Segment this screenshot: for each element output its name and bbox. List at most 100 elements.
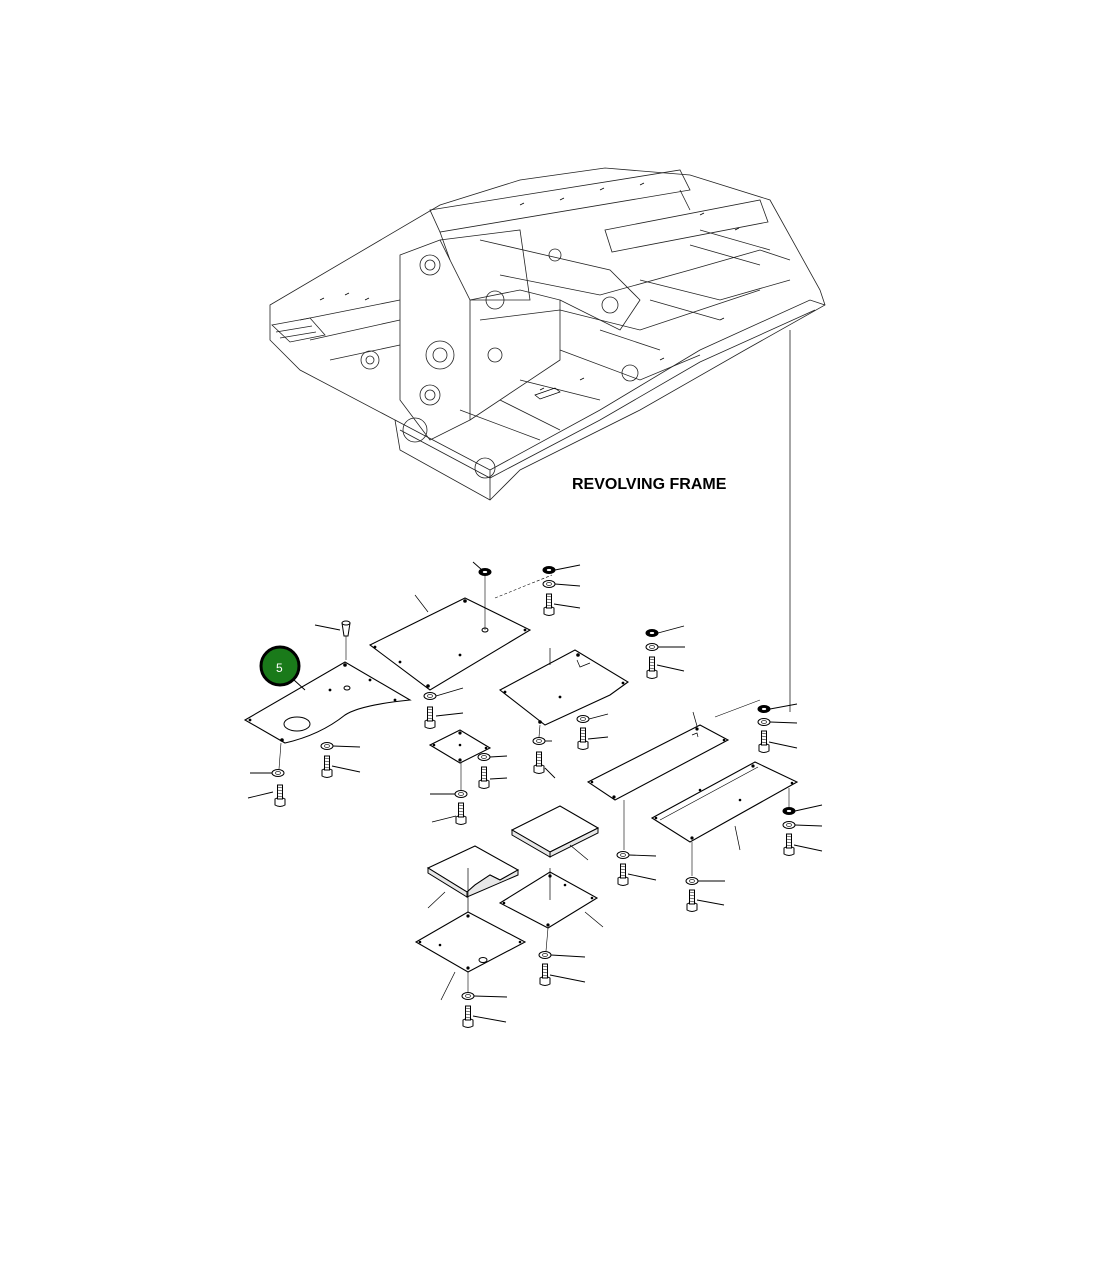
- undercover-plate-5: [243, 661, 412, 744]
- bolt-thread: [620, 868, 626, 871]
- washer-hole: [580, 717, 586, 721]
- washer-hole: [786, 823, 792, 827]
- bolt-thread: [481, 771, 487, 774]
- bolt-thread: [546, 604, 552, 607]
- washer-hole: [542, 953, 548, 957]
- leader-line: [489, 755, 508, 758]
- leader-line: [588, 713, 609, 720]
- bolt-thread: [427, 714, 433, 717]
- bolt-thread: [542, 968, 548, 971]
- bolt-thread: [620, 874, 626, 877]
- bolt-thread: [536, 759, 542, 762]
- leader-line: [656, 664, 685, 672]
- bolt-thread: [761, 741, 767, 744]
- leader-line: [435, 712, 464, 717]
- bolt-thread: [536, 756, 542, 759]
- bolt-thread: [786, 835, 792, 838]
- washer-hole: [649, 645, 655, 649]
- leader-line: [794, 824, 823, 827]
- leader-line: [314, 624, 341, 631]
- bolt-thread: [465, 1016, 471, 1019]
- washer-hole: [649, 631, 655, 635]
- bolt-thread: [649, 658, 655, 661]
- center-line: [545, 927, 549, 952]
- callout-leader: [293, 679, 306, 691]
- bolt-shank: [649, 656, 655, 672]
- bolt-thread: [458, 804, 464, 807]
- leader-line: [544, 767, 556, 779]
- bolt-shank: [465, 1005, 471, 1021]
- bolt-thread: [536, 753, 542, 756]
- leader-line: [554, 583, 581, 587]
- bolt-thread: [427, 711, 433, 714]
- bolt-thread: [277, 786, 283, 789]
- bolt-shank: [689, 889, 695, 905]
- fasteners: [247, 561, 823, 1028]
- leader-line: [628, 854, 657, 857]
- bolt-shank: [427, 706, 433, 722]
- washer-hole: [786, 809, 792, 813]
- leader-line: [793, 844, 823, 852]
- bolt-thread: [761, 738, 767, 741]
- pin-top: [341, 620, 351, 626]
- bolt-thread: [481, 774, 487, 777]
- washer-hole: [324, 744, 330, 748]
- bolt-thread: [689, 894, 695, 897]
- sound-pad-lower: [426, 845, 520, 909]
- bolt-thread: [324, 766, 330, 769]
- leader-line: [627, 873, 657, 881]
- guide-line: [714, 699, 761, 718]
- leader-line: [472, 561, 483, 571]
- bolt-thread: [786, 841, 792, 844]
- bolt-thread: [458, 813, 464, 816]
- bolt-thread: [546, 598, 552, 601]
- callout-5[interactable]: 5: [259, 645, 301, 687]
- washer-hole: [458, 792, 464, 796]
- undercover-plate-mid-lower: [498, 868, 604, 929]
- callout-number: 5: [276, 661, 283, 675]
- leader-line: [587, 736, 609, 740]
- bolt-thread: [277, 795, 283, 798]
- washer-hole: [481, 755, 487, 759]
- center-line: [538, 724, 541, 738]
- leader-line: [550, 954, 586, 958]
- bolt-thread: [620, 871, 626, 874]
- undercover-plate-upper: [368, 594, 532, 691]
- leader-line: [553, 603, 581, 609]
- washer-hole: [546, 582, 552, 586]
- revolving-frame-drawing: [269, 167, 826, 501]
- bolt-thread: [324, 757, 330, 760]
- leader-line: [332, 745, 361, 748]
- bolt-shank: [481, 766, 487, 782]
- leader-line: [549, 974, 586, 983]
- washer-hole: [761, 720, 767, 724]
- leader-line: [768, 741, 798, 749]
- bolt-thread: [786, 838, 792, 841]
- bolt-shank: [458, 802, 464, 818]
- bolt-thread: [689, 897, 695, 900]
- leader-line: [657, 625, 685, 634]
- bolt-thread: [761, 735, 767, 738]
- washer-hole: [620, 853, 626, 857]
- bolt-thread: [458, 807, 464, 810]
- bolt-thread: [458, 810, 464, 813]
- bolt-thread: [580, 738, 586, 741]
- bolt-shank: [542, 963, 548, 979]
- leader-line: [472, 1015, 507, 1023]
- bolt-thread: [324, 760, 330, 763]
- bolt-thread: [427, 717, 433, 720]
- callout-circle[interactable]: [259, 645, 301, 687]
- bolt-thread: [542, 974, 548, 977]
- leader-line: [247, 791, 274, 799]
- bolt-thread: [324, 763, 330, 766]
- leader-line: [769, 721, 798, 724]
- guide-line: [494, 574, 553, 599]
- washer-hole: [536, 739, 542, 743]
- bolt-shank: [536, 751, 542, 767]
- bolt-thread: [481, 768, 487, 771]
- bolt-thread: [546, 601, 552, 604]
- leader-line: [554, 564, 581, 571]
- bolt-thread: [542, 965, 548, 968]
- leader-line: [794, 804, 823, 812]
